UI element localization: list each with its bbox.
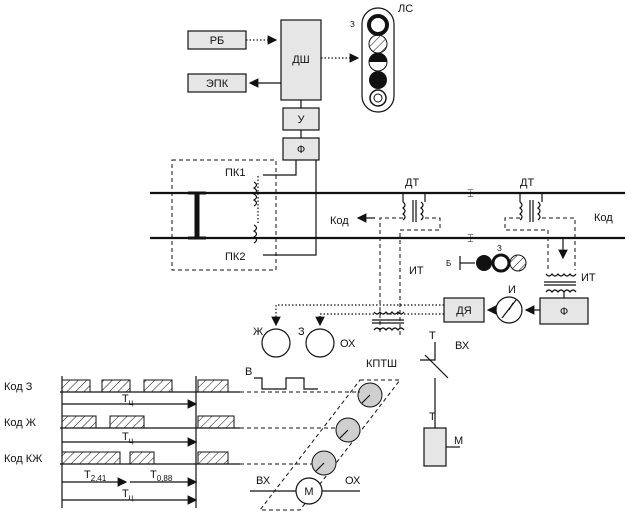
relay-z bbox=[305, 328, 335, 358]
contact-comb bbox=[254, 377, 318, 390]
kptsh-cam-2-pointer bbox=[339, 429, 349, 439]
ox-bottom-label: ОХ bbox=[345, 475, 361, 487]
kod-left-label: Код bbox=[330, 215, 349, 227]
f-right-block: Ф bbox=[539, 297, 589, 325]
relay-zh-label: Ж bbox=[253, 326, 263, 338]
signal-lamp-yellow bbox=[368, 34, 388, 54]
u-block: У bbox=[282, 107, 320, 131]
it-left bbox=[372, 311, 405, 331]
pk2-coil bbox=[252, 224, 258, 244]
kod-kzh-pulse bbox=[61, 451, 121, 465]
kod-zh-label: Код Ж bbox=[4, 417, 36, 429]
kod-z-pulse bbox=[101, 379, 131, 393]
kod-zh-pulse bbox=[197, 415, 235, 429]
svg-text:ДШ: ДШ bbox=[292, 54, 310, 66]
kod-kzh-pulse bbox=[129, 451, 155, 465]
signal-lamp-white-inner bbox=[373, 93, 383, 103]
wayside-z-label: З bbox=[497, 244, 502, 253]
svg-text:ДЯ: ДЯ bbox=[456, 305, 471, 317]
code-loop-right-outer bbox=[542, 217, 576, 270]
kod-zh-pulse bbox=[109, 415, 145, 429]
dt-left-label: ДТ bbox=[405, 177, 419, 189]
kod-right-label: Код bbox=[594, 212, 613, 224]
kod-kzh-tc: Tц bbox=[122, 488, 134, 502]
kptsh-label: КПТШ bbox=[366, 358, 397, 370]
kod-zh-pulse bbox=[61, 415, 97, 429]
signal-lamp-green bbox=[367, 14, 389, 36]
signal-lamp-red bbox=[369, 71, 387, 89]
motor-label: М bbox=[304, 486, 313, 498]
signal-lamp-kzh bbox=[368, 52, 388, 72]
insulating-joint-bottom: ⌶ bbox=[467, 233, 474, 245]
vx-switch bbox=[424, 354, 449, 379]
dya-block: ДЯ bbox=[443, 297, 485, 323]
code-loop-left-inner bbox=[399, 217, 441, 335]
signal-z-label: З bbox=[350, 20, 355, 29]
it-right bbox=[544, 273, 577, 293]
f-top-block: Ф bbox=[282, 137, 320, 161]
epk-block: ЭПК bbox=[187, 73, 247, 93]
locomotive-signal bbox=[361, 7, 395, 113]
dt-right-label: ДТ bbox=[520, 177, 534, 189]
t-contact-top bbox=[420, 342, 436, 361]
kptsh-drum-outline bbox=[258, 379, 402, 511]
kod-z-label: Код З bbox=[4, 381, 33, 393]
dya-to-zh-link bbox=[271, 304, 444, 327]
relay-zh bbox=[261, 328, 291, 358]
kod-kzh-pulse bbox=[197, 451, 229, 465]
t-mid-label: Т bbox=[429, 411, 436, 423]
kod-kzh-t1: T2,41 bbox=[84, 469, 107, 483]
wayside-b-label: Б bbox=[446, 259, 451, 268]
kod-z-pulse bbox=[197, 379, 229, 393]
pk1-coil bbox=[252, 176, 259, 225]
ox-top-label: ОХ bbox=[340, 338, 356, 350]
relay-z-label: З bbox=[298, 326, 305, 338]
m-right-label: М bbox=[454, 435, 463, 447]
code-loop-left-outer bbox=[379, 217, 403, 335]
svg-text:Ф: Ф bbox=[297, 144, 305, 156]
kptsh-cam-3-pointer bbox=[315, 462, 325, 472]
kptsh-cam-1-pointer bbox=[361, 394, 371, 404]
dya-to-z-link bbox=[315, 313, 444, 327]
kod-z-tc: Tц bbox=[122, 393, 134, 407]
kod-z-pulse bbox=[61, 379, 91, 393]
ls-label: ЛС bbox=[398, 3, 413, 15]
kod-kzh-label: Код КЖ bbox=[4, 453, 42, 465]
wheelset-axle bbox=[188, 191, 206, 240]
pk2-to-f-wire bbox=[263, 160, 317, 256]
vx-bottom-label: ВХ bbox=[256, 475, 271, 487]
dsh-block: ДШ bbox=[280, 19, 322, 101]
it-right-label: ИТ bbox=[581, 272, 596, 284]
locomotive-wheelset-zone bbox=[171, 159, 277, 271]
kod-zh-tc: Tц bbox=[122, 431, 134, 445]
pk1-to-f-wire bbox=[263, 160, 297, 176]
rb-block: РБ bbox=[187, 30, 247, 50]
kod-z-pulse bbox=[143, 379, 173, 393]
dt-right bbox=[519, 193, 543, 222]
t-top-label: Т bbox=[429, 330, 436, 342]
svg-text:ЭПК: ЭПК bbox=[206, 78, 229, 90]
i-meter bbox=[495, 296, 523, 324]
insulating-joint-top: ⌶ bbox=[467, 188, 474, 200]
svg-text:Ф: Ф bbox=[560, 306, 568, 318]
t-relay-block bbox=[423, 427, 447, 467]
code-loop-right-inner bbox=[504, 217, 549, 270]
dt-left bbox=[402, 193, 426, 222]
it-left-label: ИТ bbox=[409, 265, 424, 277]
pk1-label: ПК1 bbox=[225, 167, 245, 179]
pk2-label: ПК2 bbox=[225, 251, 245, 263]
svg-text:РБ: РБ bbox=[210, 35, 225, 47]
kod-kzh-t2: T0,88 bbox=[150, 469, 173, 483]
v-label: В bbox=[245, 366, 252, 378]
vx-top-label: ВХ bbox=[455, 340, 470, 352]
svg-text:У: У bbox=[298, 114, 306, 126]
i-label: И bbox=[508, 284, 516, 296]
wayside-signal bbox=[459, 253, 527, 273]
